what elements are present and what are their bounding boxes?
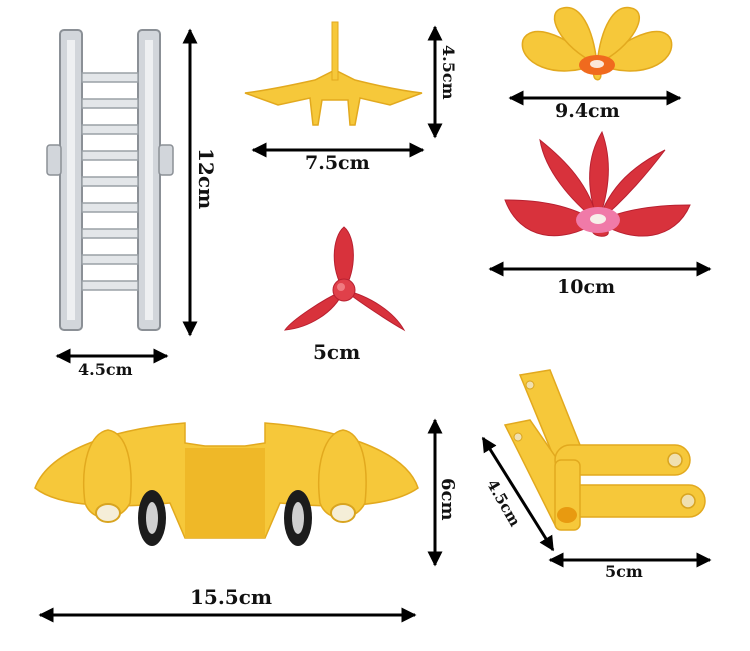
fin-width-arrow	[251, 142, 425, 158]
propeller-icon	[283, 226, 406, 332]
wing-icon	[34, 422, 419, 546]
yellow-flower-icon	[521, 6, 673, 81]
yellow-flower-piece	[521, 6, 673, 81]
ladder-height-arrow	[182, 28, 198, 337]
yellow-flower-arrow	[508, 90, 682, 106]
red-flower-piece	[504, 130, 691, 237]
ladder-piece	[46, 29, 174, 331]
wing-width-label: 15.5cm	[190, 585, 273, 609]
red-flower-icon	[504, 130, 691, 237]
ladder-height-label: 12cm	[194, 148, 218, 210]
yellow-flower-label: 9.4cm	[555, 100, 620, 122]
arm-width-arrow	[548, 552, 712, 568]
wing-width-arrow	[38, 607, 417, 623]
wing-piece	[34, 422, 419, 546]
fin-height-arrow	[427, 25, 443, 139]
wing-height-label: 6cm	[437, 478, 458, 521]
fin-width-label: 7.5cm	[305, 152, 370, 174]
fin-icon	[244, 21, 423, 126]
ladder-width-arrow	[55, 348, 169, 364]
ladder-icon	[46, 29, 174, 331]
red-flower-arrow	[488, 261, 712, 277]
propeller-piece	[283, 226, 406, 332]
wing-height-arrow	[427, 418, 443, 567]
fin-height-label: 4.5cm	[439, 45, 458, 100]
arm-width-label: 5cm	[605, 562, 643, 581]
ladder-width-label: 4.5cm	[78, 360, 133, 379]
red-flower-label: 10cm	[557, 276, 616, 298]
arm-side-arrow	[481, 436, 555, 552]
propeller-label: 5cm	[313, 340, 361, 364]
fin-piece	[244, 21, 423, 126]
